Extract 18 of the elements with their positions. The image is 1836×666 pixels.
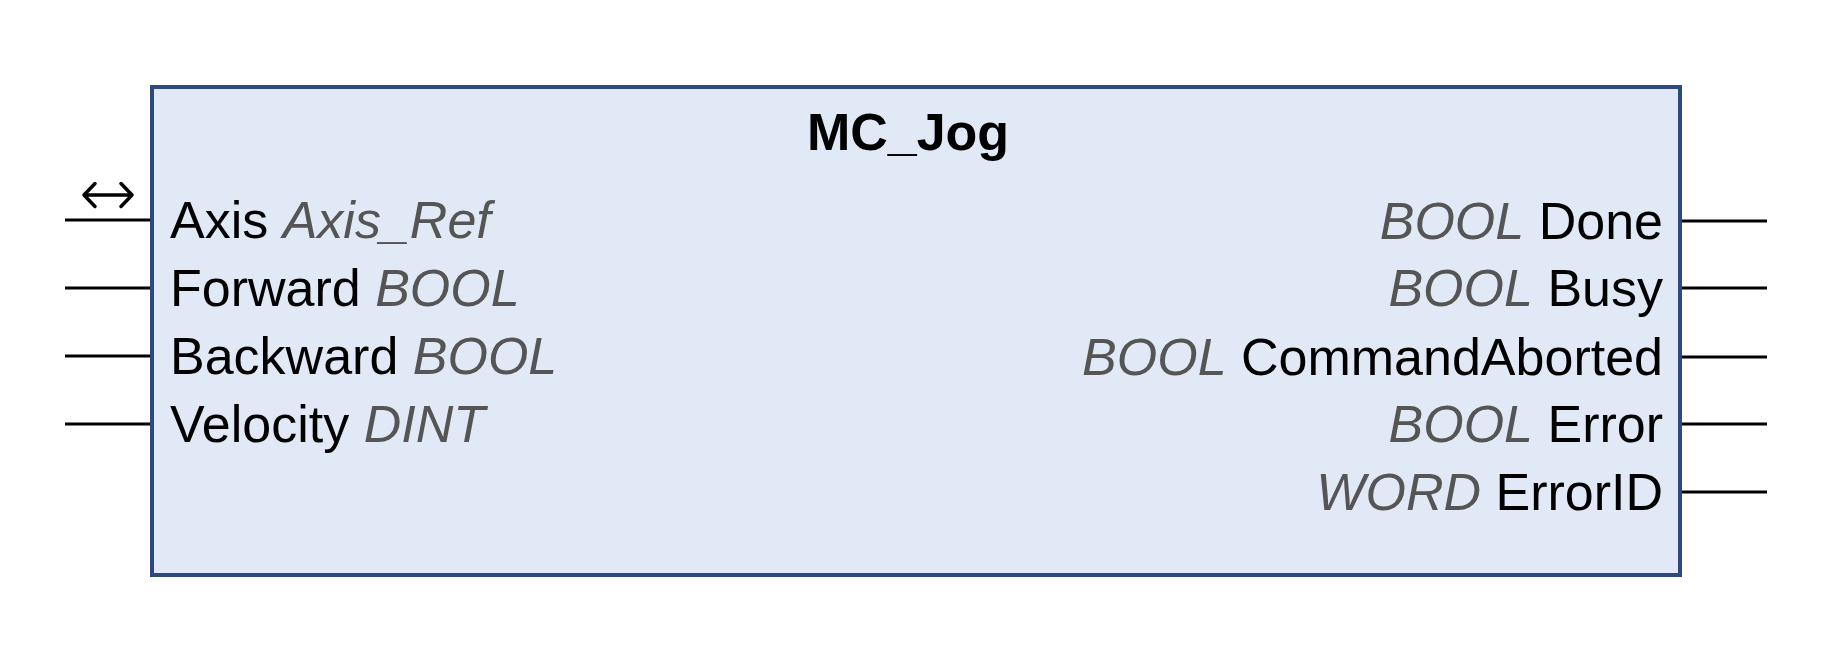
pin-line [65, 218, 150, 222]
pin-line [1682, 286, 1767, 290]
input-pin-label: Backward BOOL [150, 326, 558, 386]
pin-line [1682, 422, 1767, 426]
output-pin-label: BOOL CommandAborted [1082, 327, 1682, 387]
pin-line [1682, 490, 1767, 494]
input-pin-label: Forward BOOL [150, 258, 520, 318]
pin-line [65, 286, 150, 290]
block-title: MC_Jog [806, 102, 1010, 162]
output-pin-label: WORD ErrorID [1316, 462, 1682, 522]
pin-line [1682, 355, 1767, 359]
output-pin-label: BOOL Error [1388, 394, 1682, 454]
output-pin-label: BOOL Busy [1388, 258, 1682, 318]
pin-line [65, 422, 150, 426]
function-block [150, 85, 1682, 577]
pin-line [65, 354, 150, 358]
pin-line [1682, 219, 1767, 223]
output-pin-label: BOOL Done [1379, 191, 1682, 251]
